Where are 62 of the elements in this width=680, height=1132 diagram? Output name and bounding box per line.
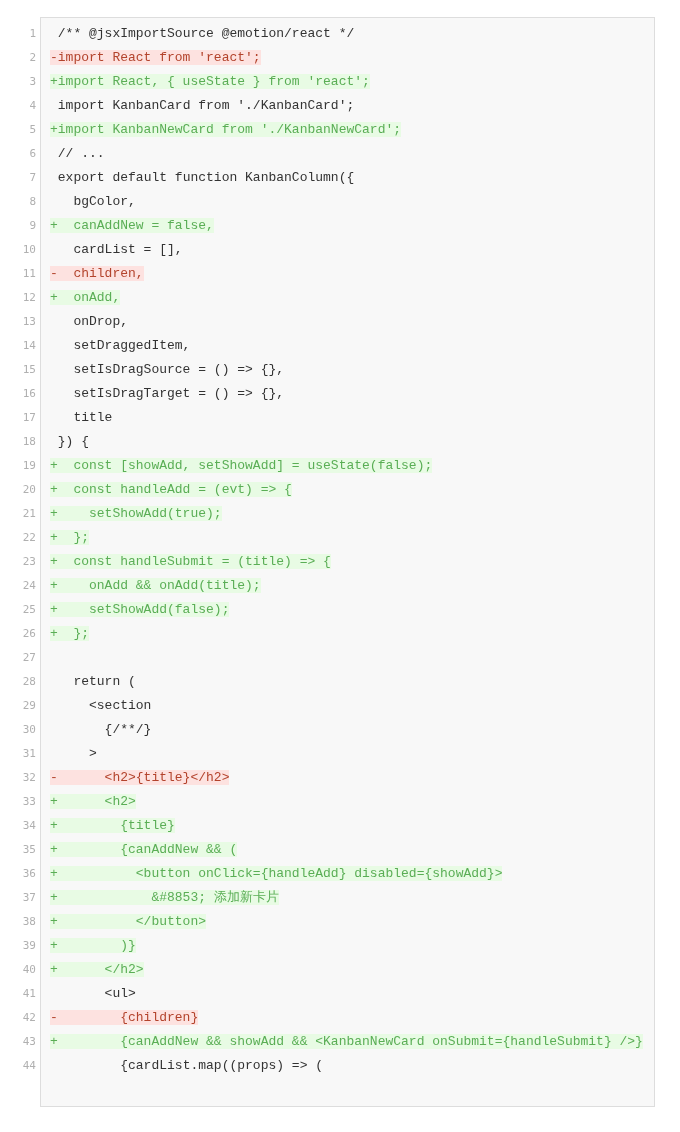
line-number: 4	[28, 98, 36, 114]
code-line: setDraggedItem,	[72, 338, 191, 353]
line-number: 20	[21, 482, 36, 498]
line-number: 16	[21, 386, 36, 402]
line-number: 43	[21, 1034, 36, 1050]
line-number: 24	[21, 578, 36, 594]
line-number: 25	[21, 602, 36, 618]
code-line: >	[88, 746, 97, 761]
line-number: 12	[21, 290, 36, 306]
line-number: 17	[21, 410, 36, 426]
line-number: 36	[21, 866, 36, 882]
code-line: bgColor,	[72, 194, 136, 209]
line-number: 32	[21, 770, 36, 786]
code-line: cardList = [],	[72, 242, 183, 257]
line-number: 19	[21, 458, 36, 474]
code-line: title	[72, 410, 113, 425]
code-line: }) {	[56, 434, 90, 449]
line-number: 31	[21, 746, 36, 762]
line-number: 41	[21, 986, 36, 1002]
line-number: 29	[21, 698, 36, 714]
line-number: 15	[21, 362, 36, 378]
line-number: 1	[28, 26, 36, 42]
line-number: 42	[21, 1010, 36, 1026]
code-line: <ul>	[103, 986, 136, 1001]
code-line: import KanbanCard from './KanbanCard';	[56, 98, 355, 113]
line-number: 21	[21, 506, 36, 522]
line-number: 35	[21, 842, 36, 858]
line-number: 6	[28, 146, 36, 162]
code-line: setIsDragTarget = () => {},	[72, 386, 285, 401]
line-number: 10	[21, 242, 36, 258]
code-line: {/**/}	[103, 722, 152, 737]
line-number: 14	[21, 338, 36, 354]
code-line: <section	[88, 698, 152, 713]
line-number: 28	[21, 674, 36, 690]
line-number: 27	[21, 650, 36, 666]
line-number: 33	[21, 794, 36, 810]
line-number: 8	[28, 194, 36, 210]
line-number: 11	[21, 266, 36, 282]
line-number: 38	[21, 914, 36, 930]
line-number: 26	[21, 626, 36, 642]
code-line: export default function KanbanColumn({	[56, 170, 355, 185]
line-number: 39	[21, 938, 36, 954]
line-number: 3	[28, 74, 36, 90]
line-number: 2	[28, 50, 36, 66]
code-line: /** @jsxImportSource @emotion/react */	[56, 26, 355, 41]
line-number: 7	[28, 170, 36, 186]
code-line: // ...	[56, 146, 105, 161]
line-number: 5	[28, 122, 36, 138]
line-number: 37	[21, 890, 36, 906]
code-line: {cardList.map((props) => (	[119, 1058, 324, 1073]
code-line: setIsDragSource = () => {},	[72, 362, 285, 377]
line-number: 13	[21, 314, 36, 330]
code-line: onDrop,	[72, 314, 128, 329]
line-number: 34	[21, 818, 36, 834]
line-number: 44	[21, 1058, 36, 1074]
line-number: 22	[21, 530, 36, 546]
line-number: 40	[21, 962, 36, 978]
line-number: 9	[28, 218, 36, 234]
code-line: return (	[72, 674, 136, 689]
line-number: 18	[21, 434, 36, 450]
line-number: 30	[21, 722, 36, 738]
line-number: 23	[21, 554, 36, 570]
